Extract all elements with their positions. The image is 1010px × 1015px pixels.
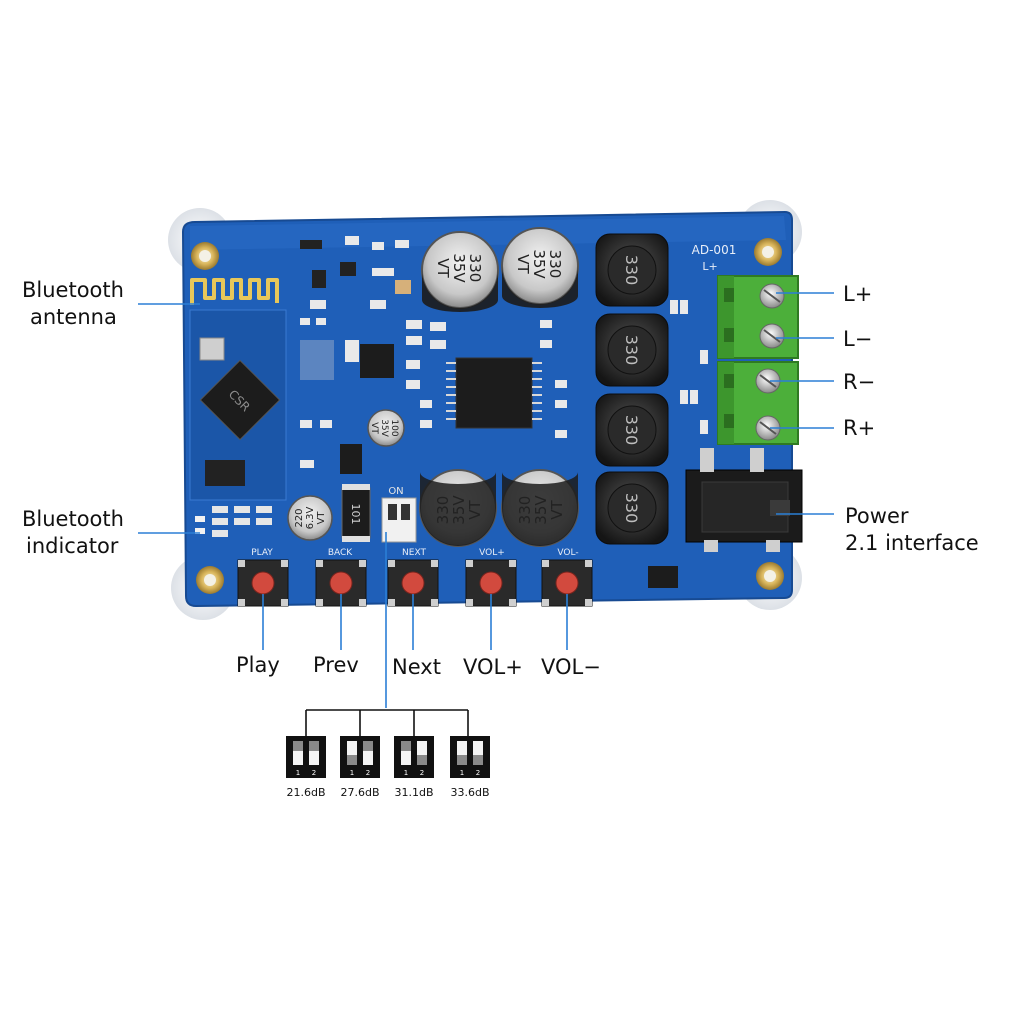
speaker-terminal-right <box>717 361 799 445</box>
cap-br-voltage: 35V <box>532 495 550 525</box>
cap-bl-value: 330 <box>434 496 452 525</box>
board-terminal-mark: L+ <box>702 260 717 273</box>
inductor-1-label: 330 <box>622 255 641 286</box>
label-bluetooth-indicator: Bluetooth indicator <box>22 506 124 560</box>
resistor-101: 101 <box>341 484 371 542</box>
cap-small-voltage: 35V <box>379 419 389 437</box>
dip-gain-4: 33.6dB <box>450 786 490 799</box>
label-bt-indicator-line1: Bluetooth <box>22 507 124 531</box>
resistor-101-label: 101 <box>349 504 362 525</box>
cap-br-value: 330 <box>516 496 534 525</box>
silk-volminus: VOL- <box>557 548 578 558</box>
label-vol-plus: VOL+ <box>463 655 523 679</box>
silk-next: NEXT <box>402 548 426 558</box>
inductor-2: 330 <box>595 313 669 387</box>
silk-volplus: VOL+ <box>479 548 505 558</box>
svg-text:1: 1 <box>296 769 300 777</box>
cap-220-value: 220 <box>294 508 305 527</box>
dip-gain-1: 21.6dB <box>286 786 326 799</box>
label-power-line1: Power <box>845 504 909 528</box>
dip-switch-board: ON <box>381 486 417 543</box>
inductor-1: 330 <box>595 233 669 307</box>
cap-tl-series: VT <box>434 258 452 278</box>
smd-components <box>300 236 708 588</box>
inductor-2-label: 330 <box>622 335 641 366</box>
cap-220-series: VT <box>316 511 327 525</box>
speaker-terminal-left <box>717 275 799 359</box>
label-power-line2: 2.1 interface <box>845 531 979 555</box>
capacitor-220: 220 6.3V VT <box>287 495 333 541</box>
cap-small-value: 100 <box>389 419 399 436</box>
label-l-plus: L+ <box>843 282 873 306</box>
inductor-3: 330 <box>595 393 669 467</box>
cap-tr-voltage: 35V <box>530 249 548 279</box>
capacitor-top-right: 330 35V VT <box>501 227 579 308</box>
dip-setting-1: 1 2 <box>286 736 326 778</box>
bluetooth-antenna-trace <box>190 278 279 305</box>
bluetooth-chip: CSR <box>199 359 281 441</box>
cap-br-series: VT <box>548 499 566 519</box>
inductor-4: 330 <box>595 471 669 545</box>
label-power: Power 2.1 interface <box>845 503 979 557</box>
label-play: Play <box>236 653 280 677</box>
svg-text:1: 1 <box>404 769 408 777</box>
dip-setting-2: 1 2 <box>340 736 380 778</box>
dip-setting-4: 1 2 <box>450 736 490 778</box>
bluetooth-indicator-leds <box>195 506 272 537</box>
label-bt-antenna-line2: antenna <box>30 305 117 329</box>
label-vol-minus: VOL− <box>541 655 601 679</box>
cap-bl-series: VT <box>466 499 484 519</box>
dip-switch-on-label: ON <box>388 486 403 497</box>
svg-text:2: 2 <box>420 769 424 777</box>
flash-chip <box>205 460 245 486</box>
cap-tl-voltage: 35V <box>450 253 468 283</box>
label-r-minus: R− <box>843 370 876 394</box>
svg-text:2: 2 <box>366 769 370 777</box>
label-l-minus: L− <box>843 327 873 351</box>
dip-gain-2: 27.6dB <box>340 786 380 799</box>
svg-text:2: 2 <box>476 769 480 777</box>
cap-bl-voltage: 35V <box>450 495 468 525</box>
label-r-plus: R+ <box>843 416 876 440</box>
cap-small-series: VT <box>369 422 379 434</box>
cap-220-voltage: 6.3V <box>305 506 316 529</box>
label-prev: Prev <box>313 653 359 677</box>
button-play-board: PLAY <box>237 548 289 607</box>
cap-tr-value: 330 <box>546 250 564 279</box>
label-bt-indicator-line2: indicator <box>26 534 119 558</box>
svg-text:1: 1 <box>350 769 354 777</box>
capacitor-top-left: 330 35V VT <box>421 231 499 312</box>
crystal <box>199 337 225 361</box>
mounting-holes <box>191 238 784 594</box>
silk-play: PLAY <box>251 548 273 558</box>
capacitor-bottom-left: 330 35V VT <box>419 469 497 547</box>
power-jack <box>685 448 803 552</box>
svg-text:2: 2 <box>312 769 316 777</box>
dip-bracket <box>305 709 469 736</box>
board-model: AD-001 <box>692 243 737 257</box>
label-next: Next <box>392 655 441 679</box>
dip-setting-3: 1 2 <box>394 736 434 778</box>
label-bluetooth-antenna: Bluetooth antenna <box>22 277 124 331</box>
svg-text:1: 1 <box>460 769 464 777</box>
cap-tl-value: 330 <box>466 254 484 283</box>
dip-gain-3: 31.1dB <box>394 786 434 799</box>
leader-lines <box>138 292 834 708</box>
amplifier-ic <box>446 357 542 429</box>
capacitor-small: 100 35V VT <box>367 409 405 447</box>
inductor-3-label: 330 <box>622 415 641 446</box>
silk-back: BACK <box>328 548 353 558</box>
label-bt-antenna-line1: Bluetooth <box>22 278 124 302</box>
inductor-4-label: 330 <box>622 493 641 524</box>
capacitor-bottom-right: 330 35V VT <box>501 469 579 547</box>
cap-tr-series: VT <box>514 254 532 274</box>
